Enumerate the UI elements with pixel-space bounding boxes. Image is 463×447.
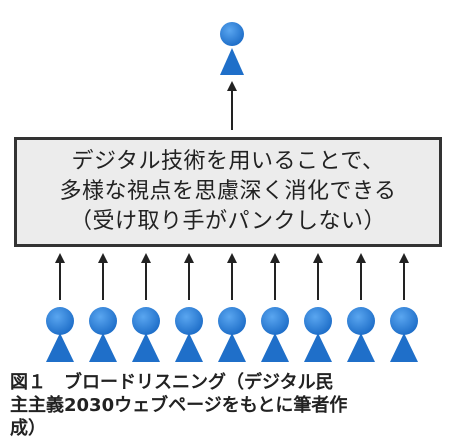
arrow-up-icon <box>399 253 409 300</box>
figure-caption: 図１ ブロードリスニング（デジタル民 主主義2030ウェブページをもとに筆者作 … <box>10 371 456 440</box>
person-body <box>304 333 332 362</box>
person-head <box>220 22 244 46</box>
person-icon <box>132 307 160 362</box>
person-head <box>218 307 246 335</box>
person-body <box>220 48 244 75</box>
person-body <box>89 333 117 362</box>
arrow-up-icon <box>55 253 65 300</box>
person-icon <box>175 307 203 362</box>
arrow-up-icon <box>98 253 108 300</box>
person-body <box>347 333 375 362</box>
top-person-icon <box>220 22 244 75</box>
arrow-up-icon <box>141 253 151 300</box>
person-head <box>132 307 160 335</box>
person-icon <box>347 307 375 362</box>
arrow-up-icon <box>184 253 194 300</box>
person-head <box>390 307 418 335</box>
arrow-up-icon <box>356 253 366 300</box>
person-body <box>132 333 160 362</box>
person-icon <box>46 307 74 362</box>
caption-line-1: 図１ ブロードリスニング（デジタル民 <box>10 372 334 393</box>
person-body <box>261 333 289 362</box>
person-head <box>304 307 332 335</box>
person-head <box>261 307 289 335</box>
person-body <box>175 333 203 362</box>
arrow-up-icon <box>270 253 280 300</box>
box-line-3: （受け取り手がパンクしない） <box>69 209 387 234</box>
top-arrow-icon <box>227 81 237 130</box>
center-box: デジタル技術を用いることで、 多様な視点を思慮深く消化できる （受け取り手がパン… <box>14 137 442 247</box>
person-body <box>390 333 418 362</box>
box-line-1: デジタル技術を用いることで、 <box>71 149 385 174</box>
person-head <box>89 307 117 335</box>
person-head <box>175 307 203 335</box>
arrow-up-icon <box>227 253 237 300</box>
person-head <box>347 307 375 335</box>
person-icon <box>390 307 418 362</box>
person-icon <box>89 307 117 362</box>
caption-line-3: 成） <box>10 418 46 439</box>
arrow-up-icon <box>313 253 323 300</box>
person-head <box>46 307 74 335</box>
person-icon <box>218 307 246 362</box>
person-body <box>218 333 246 362</box>
person-body <box>46 333 74 362</box>
person-icon <box>304 307 332 362</box>
person-icon <box>261 307 289 362</box>
caption-line-2: 主主義2030ウェブページをもとに筆者作 <box>10 395 348 416</box>
box-line-2: 多様な視点を思慮深く消化できる <box>59 179 397 204</box>
